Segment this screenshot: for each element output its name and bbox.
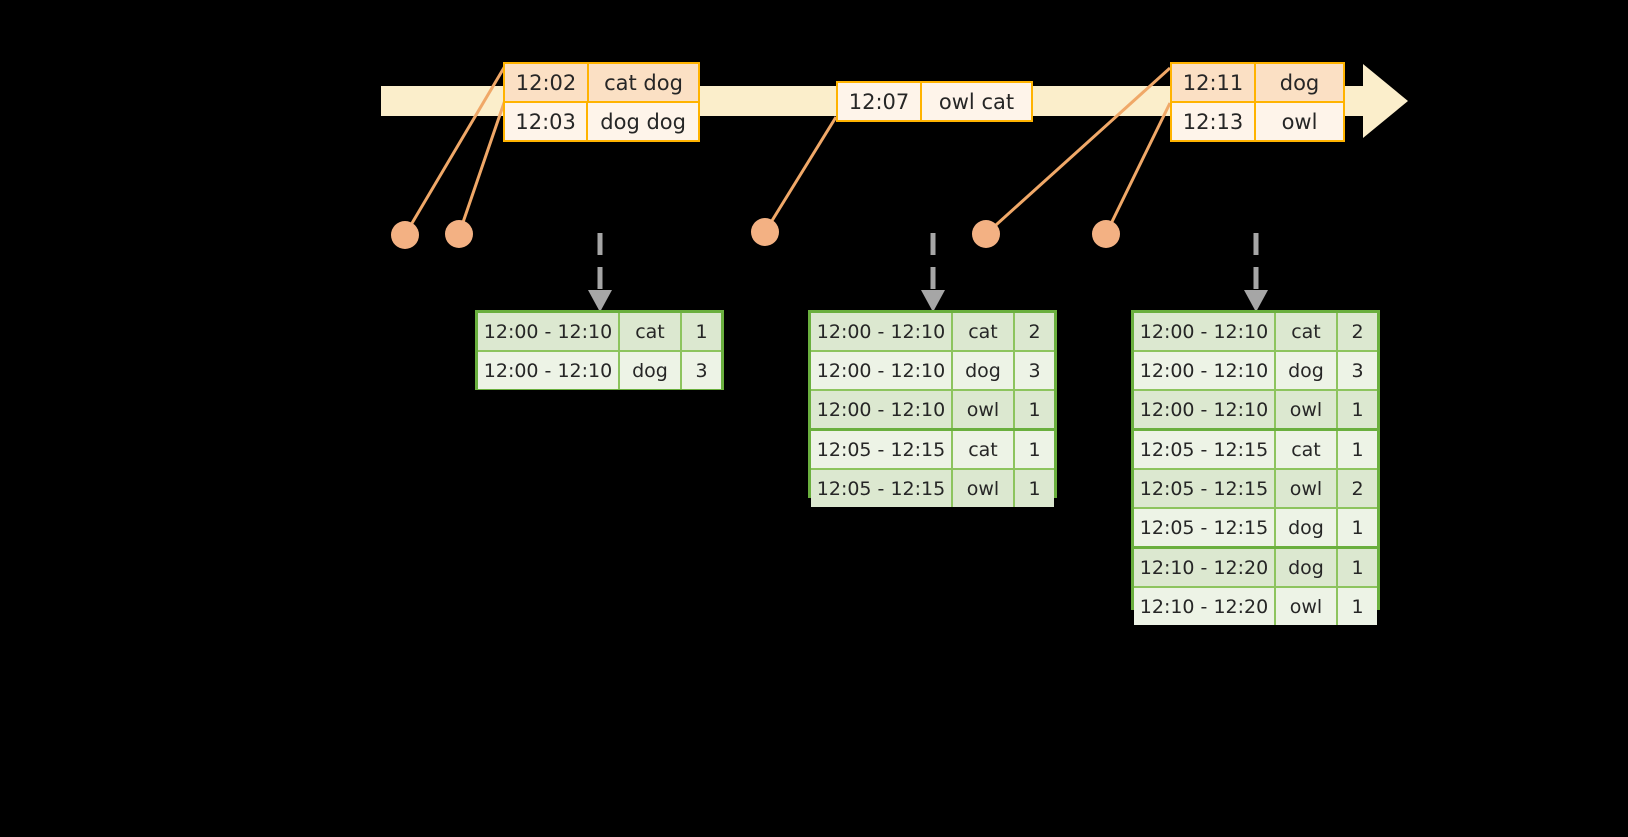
event-row[interactable]: 12:03 dog dog: [505, 101, 698, 140]
table-row[interactable]: 12:10 - 12:20 dog 1: [1134, 549, 1377, 588]
event-box-3[interactable]: 12:11 dog 12:13 owl: [1170, 62, 1345, 142]
event-time: 12:11: [1172, 64, 1256, 101]
table-row[interactable]: 12:00 - 12:10 owl 1: [811, 391, 1054, 431]
table-row[interactable]: 12:05 - 12:15 owl 2: [1134, 470, 1377, 509]
event-time: 12:07: [838, 83, 922, 120]
event-time: 12:02: [505, 64, 589, 101]
cell-window: 12:05 - 12:15: [1134, 431, 1276, 468]
cell-window: 12:00 - 12:10: [811, 391, 953, 428]
table-row[interactable]: 12:00 - 12:10 cat 2: [1134, 313, 1377, 352]
cell-key: dog: [620, 352, 682, 389]
event-text: dog dog: [600, 109, 686, 134]
cell-count: 2: [1028, 320, 1041, 343]
cell-window: 12:10 - 12:20: [1134, 549, 1276, 586]
event-time: 12:13: [1172, 103, 1256, 140]
cell-key: dog: [1276, 509, 1338, 546]
table-row[interactable]: 12:00 - 12:10 dog 3: [811, 352, 1054, 391]
event-text: owl cat: [938, 89, 1015, 114]
cell-count: 1: [1351, 398, 1364, 421]
event-row[interactable]: 12:11 dog: [1172, 64, 1343, 101]
connector-dot-4: [972, 220, 1000, 248]
cell-key: dog: [1276, 549, 1338, 586]
event-text: owl: [1281, 109, 1318, 134]
cell-key: cat: [1276, 431, 1338, 468]
table-row[interactable]: 12:05 - 12:15 dog 1: [1134, 509, 1377, 549]
cell-window: 12:00 - 12:10: [811, 313, 953, 350]
event-box-1[interactable]: 12:02 cat dog 12:03 dog dog: [503, 62, 700, 142]
cell-key: cat: [953, 431, 1015, 468]
cell-key: dog: [1276, 352, 1338, 389]
connector-dot-2: [445, 220, 473, 248]
table-row[interactable]: 12:10 - 12:20 owl 1: [1134, 588, 1377, 625]
event-box-2[interactable]: 12:07 owl cat: [836, 81, 1033, 122]
cell-count: 1: [1028, 438, 1041, 461]
cell-key: cat: [953, 313, 1015, 350]
cell-window: 12:05 - 12:15: [811, 431, 953, 468]
cell-count: 3: [1028, 359, 1041, 382]
connector-dot-3: [751, 218, 779, 246]
table-row[interactable]: 12:00 - 12:10 dog 3: [1134, 352, 1377, 391]
cell-key: owl: [953, 470, 1015, 507]
table-row[interactable]: 12:00 - 12:10 cat 2: [811, 313, 1054, 352]
cell-count: 2: [1351, 477, 1364, 500]
event-row[interactable]: 12:13 owl: [1172, 101, 1343, 140]
cell-window: 12:00 - 12:10: [478, 313, 620, 350]
cell-key: owl: [953, 391, 1015, 428]
dashed-arrow-3: [1244, 233, 1268, 312]
result-table-3[interactable]: 12:00 - 12:10 cat 2 12:00 - 12:10 dog 3 …: [1131, 310, 1380, 625]
cell-count: 1: [1351, 556, 1364, 579]
result-table-1[interactable]: 12:00 - 12:10 cat 1 12:00 - 12:10 dog 3: [475, 310, 724, 390]
cell-key: owl: [1276, 588, 1338, 625]
cell-count: 1: [1351, 595, 1364, 618]
cell-count: 1: [1351, 516, 1364, 539]
cell-key: dog: [953, 352, 1015, 389]
cell-key: owl: [1276, 470, 1338, 507]
cell-window: 12:05 - 12:15: [1134, 509, 1276, 546]
table-row[interactable]: 12:05 - 12:15 owl 1: [811, 470, 1054, 507]
cell-window: 12:05 - 12:15: [811, 470, 953, 507]
cell-count: 2: [1351, 320, 1364, 343]
cell-count: 3: [1351, 359, 1364, 382]
cell-key: cat: [620, 313, 682, 350]
table-row[interactable]: 12:05 - 12:15 cat 1: [811, 431, 1054, 470]
table-row[interactable]: 12:00 - 12:10 owl 1: [1134, 391, 1377, 431]
cell-count: 1: [1351, 438, 1364, 461]
table-row[interactable]: 12:00 - 12:10 dog 3: [478, 352, 721, 389]
connector-dot-1: [391, 221, 419, 249]
cell-window: 12:00 - 12:10: [811, 352, 953, 389]
cell-key: owl: [1276, 391, 1338, 428]
event-row[interactable]: 12:07 owl cat: [838, 83, 1031, 120]
cell-key: cat: [1276, 313, 1338, 350]
table-row[interactable]: 12:00 - 12:10 cat 1: [478, 313, 721, 352]
event-text: dog: [1279, 70, 1320, 95]
cell-window: 12:10 - 12:20: [1134, 588, 1276, 625]
cell-window: 12:00 - 12:10: [478, 352, 620, 389]
dashed-arrow-1: [588, 233, 612, 312]
connector-dot-5: [1092, 220, 1120, 248]
cell-count: 1: [695, 320, 708, 343]
cell-count: 1: [1028, 398, 1041, 421]
connector-dots: [391, 218, 1120, 249]
result-table-2[interactable]: 12:00 - 12:10 cat 2 12:00 - 12:10 dog 3 …: [808, 310, 1057, 507]
cell-window: 12:00 - 12:10: [1134, 391, 1276, 428]
event-time: 12:03: [505, 103, 589, 140]
cell-window: 12:05 - 12:15: [1134, 470, 1276, 507]
event-row[interactable]: 12:02 cat dog: [505, 64, 698, 101]
cell-window: 12:00 - 12:10: [1134, 352, 1276, 389]
dashed-arrows: [588, 233, 1268, 312]
cell-count: 3: [695, 359, 708, 382]
event-text: cat dog: [604, 70, 683, 95]
cell-count: 1: [1028, 477, 1041, 500]
table-row[interactable]: 12:05 - 12:15 cat 1: [1134, 431, 1377, 470]
cell-window: 12:00 - 12:10: [1134, 313, 1276, 350]
dashed-arrow-2: [921, 233, 945, 312]
